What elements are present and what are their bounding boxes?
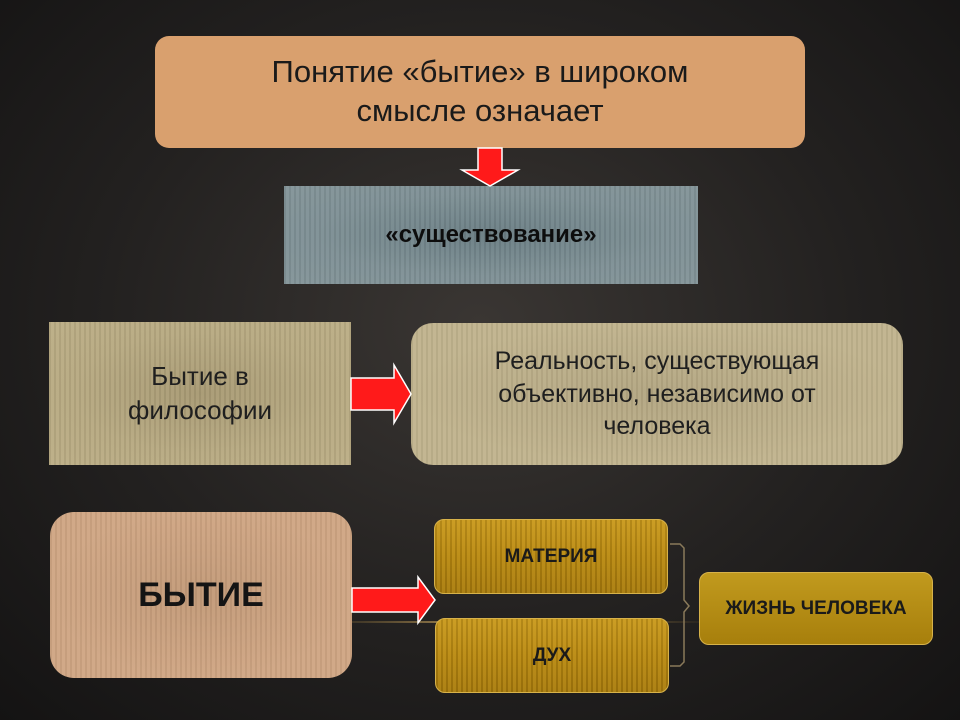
being-box: БЫТИЕ: [50, 512, 352, 678]
down-arrow-icon: [459, 147, 521, 187]
human-life-label: ЖИЗНЬ ЧЕЛОВЕКА: [725, 597, 907, 619]
reality-line-2: объективно, независимо от: [498, 379, 816, 408]
philosophy-line-1: Бытие в: [151, 360, 249, 391]
spirit-box: ДУХ: [435, 618, 669, 693]
matter-box: МАТЕРИЯ: [434, 519, 668, 594]
being-label: БЫТИЕ: [138, 575, 264, 614]
title-line-2: смысле означает: [356, 93, 604, 128]
philosophy-line-2: философии: [127, 394, 273, 425]
title-box: Понятие «бытие» в широком смысле означае…: [155, 36, 805, 148]
reality-line-3: человека: [603, 412, 711, 441]
philosophy-box: Бытие в философии: [49, 322, 351, 465]
spirit-label: ДУХ: [532, 644, 572, 666]
right-arrow-icon-philosophy: [350, 362, 412, 426]
human-life-box: ЖИЗНЬ ЧЕЛОВЕКА: [699, 572, 933, 645]
existence-label: «существование»: [385, 221, 597, 248]
right-arrow-icon-being: [351, 574, 436, 626]
reality-box: Реальность, существующая объективно, нез…: [411, 323, 903, 465]
reality-line-1: Реальность, существующая: [494, 347, 820, 376]
bracket-shape: [670, 543, 690, 667]
matter-label: МАТЕРИЯ: [504, 545, 598, 567]
title-line-1: Понятие «бытие» в широком: [271, 54, 689, 90]
existence-box: «существование»: [284, 186, 698, 284]
